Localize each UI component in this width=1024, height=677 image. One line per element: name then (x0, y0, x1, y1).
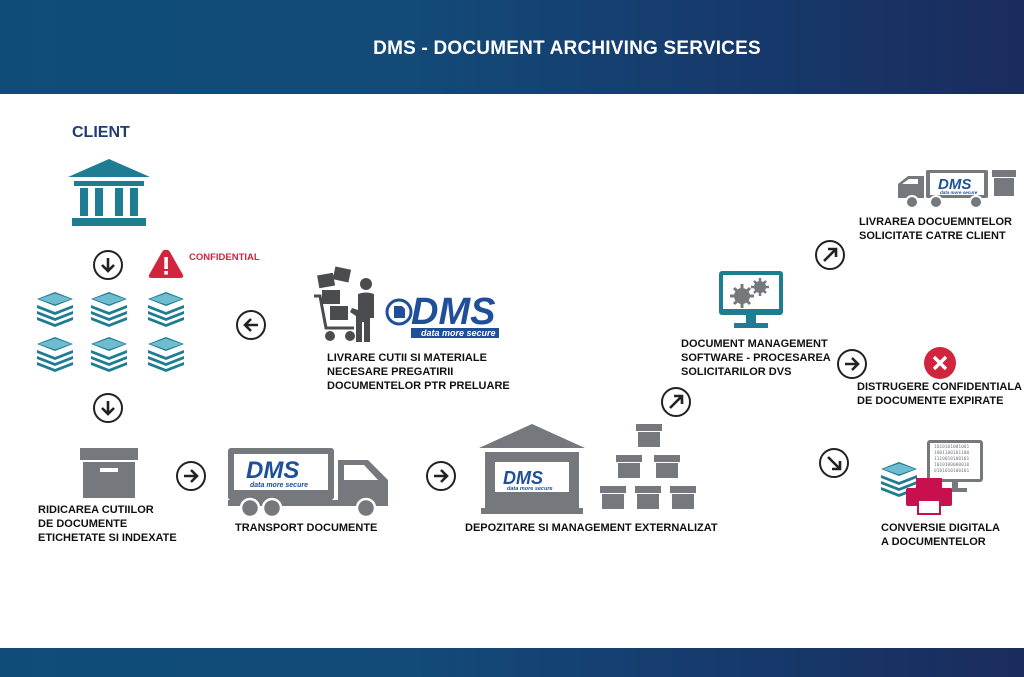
truck-icon: DMS data more secure (228, 448, 388, 518)
warehouse-icon: DMS data more secure (479, 424, 585, 514)
svg-text:DMS: DMS (938, 176, 971, 193)
arrow-down-1 (93, 250, 123, 280)
delivery-truck-icon: DMS data more secure (898, 170, 1016, 209)
arrow-diagonal-down (819, 448, 849, 478)
arrow-left (236, 310, 266, 340)
monitor-gears-icon (719, 271, 783, 328)
arrow-right-1 (176, 461, 206, 491)
page-title: DMS - DOCUMENT ARCHIVING SERVICES (373, 38, 761, 59)
footer-banner (0, 648, 1024, 677)
svg-text:data more secure: data more secure (250, 482, 308, 489)
arrow-diagonal-1 (661, 387, 691, 417)
box-icon (80, 448, 138, 498)
document-stack-icon (148, 292, 184, 327)
box-pile-icon (600, 424, 696, 509)
monitor-stand (943, 482, 967, 492)
document-stack-icon (91, 337, 127, 372)
warning-icon (148, 249, 184, 278)
transport-label: TRANSPORT DOCUMENTE (235, 522, 378, 534)
document-stack-icon (37, 337, 73, 372)
arrow-right-2 (426, 461, 456, 491)
svg-text:DMS: DMS (503, 468, 543, 488)
printer-icon (906, 478, 952, 515)
logo-text: DMS (246, 457, 299, 484)
svg-text:data more secure: data more secure (421, 328, 496, 338)
document-stack-icon (148, 337, 184, 372)
document-stack-icon (37, 292, 73, 327)
arrow-right-3 (837, 349, 867, 379)
destroy-icon (924, 347, 956, 379)
arrow-down-2 (93, 393, 123, 423)
svg-text:data more secure: data more secure (940, 190, 978, 195)
building-icon (68, 159, 150, 226)
worker-cart-icon (314, 266, 374, 342)
dms-logo: DMS data more secure (385, 291, 499, 338)
document-stack-icon (91, 292, 127, 327)
client-label: CLIENT (72, 124, 130, 141)
arrow-diagonal-2 (815, 240, 845, 270)
confidential-label: CONFIDENTIAL (189, 252, 260, 263)
storage-label: DEPOZITARE SI MANAGEMENT EXTERNALIZAT (465, 522, 718, 534)
header-banner (0, 0, 1024, 94)
svg-text:DMS: DMS (411, 291, 495, 333)
svg-text:data more secure: data more secure (507, 486, 553, 492)
